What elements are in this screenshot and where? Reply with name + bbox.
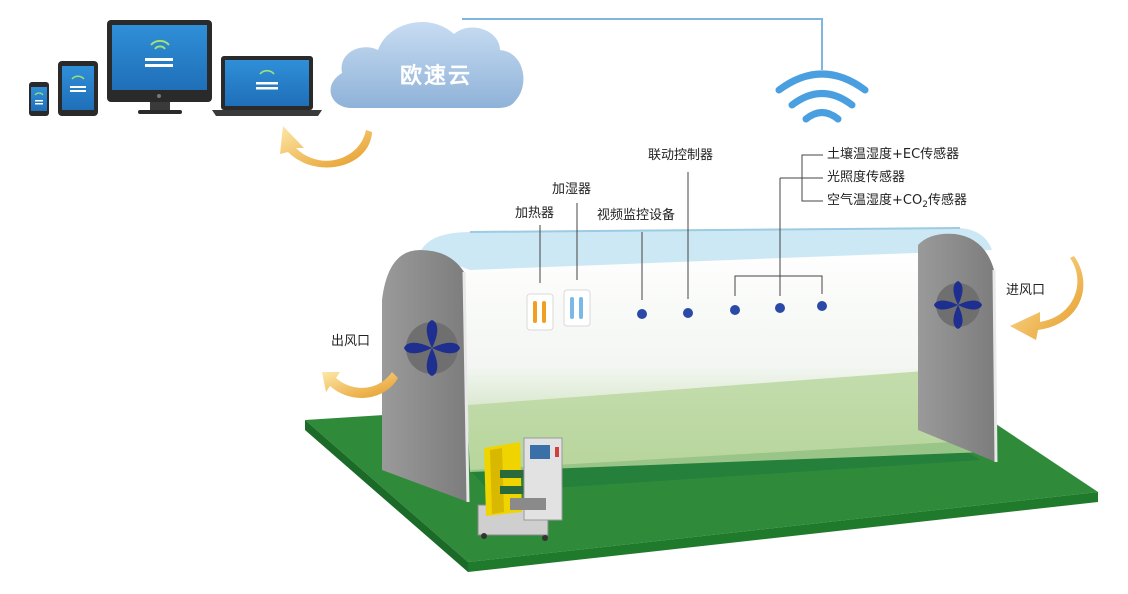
- controller-label: 联动控制器: [648, 148, 714, 163]
- soil-sensor-label: 土壤温湿度+EC传感器: [827, 147, 960, 162]
- soil-sensor-dot: [730, 305, 740, 315]
- outlet-label: 出风口: [331, 334, 371, 349]
- device-desktop: [107, 20, 212, 114]
- wifi-icon: [775, 70, 869, 123]
- inlet-fan-icon: [934, 281, 982, 329]
- air-sensor-label: 空气温湿度+CO2传感器: [827, 193, 967, 213]
- cloud-icon: [330, 22, 524, 109]
- air-sensor-dot: [817, 301, 827, 311]
- device-tablet: [58, 61, 98, 116]
- inlet-label: 进风口: [1006, 283, 1046, 298]
- light-sensor-label: 光照度传感器: [827, 170, 906, 185]
- inlet-arrow-icon: [1010, 256, 1084, 340]
- heater-icon: [526, 293, 554, 331]
- heater-label: 加热器: [515, 206, 555, 221]
- air-sensor-label-suffix: 传感器: [927, 193, 967, 208]
- camera-sensor-dot: [637, 309, 647, 319]
- fertigation-machine: [477, 437, 563, 541]
- outlet-fan-icon: [404, 320, 460, 376]
- light-sensor-dot: [775, 303, 785, 313]
- device-laptop: [212, 56, 322, 116]
- greenhouse: [382, 227, 998, 503]
- air-sensor-label-prefix: 空气温湿度+CO: [827, 193, 923, 208]
- humidifier-label: 加湿器: [552, 182, 592, 197]
- data-flow-arrow-icon: [280, 126, 372, 168]
- humidifier-icon: [563, 289, 591, 327]
- network-link-line: [462, 18, 823, 70]
- controller-sensor-dot: [683, 308, 693, 318]
- device-phone: [29, 82, 49, 116]
- sensor-bracket-lines: [734, 154, 823, 296]
- outlet-arrow-icon: [322, 372, 398, 398]
- camera-label: 视频监控设备: [597, 208, 676, 223]
- air-sensor-label-sub: 2: [922, 200, 928, 210]
- cloud-label: 欧速云: [399, 64, 472, 89]
